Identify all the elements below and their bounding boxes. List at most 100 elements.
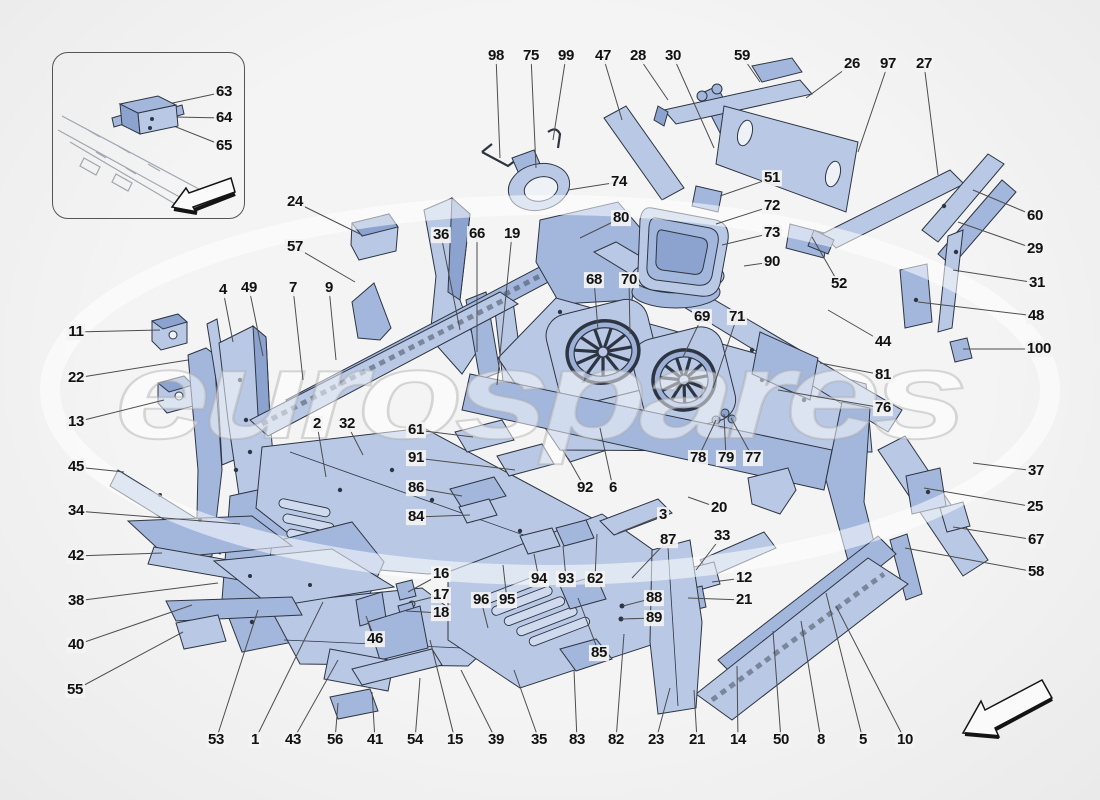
leader-line-37 bbox=[972, 462, 1037, 472]
callout-22: 22 bbox=[65, 369, 87, 387]
leader-line-81 bbox=[819, 362, 884, 376]
part-rocker-rails bbox=[249, 249, 587, 437]
leader-line-48 bbox=[917, 301, 1037, 317]
callout-33: 33 bbox=[711, 527, 733, 545]
callout-44: 44 bbox=[872, 333, 894, 351]
leader-line-9 bbox=[328, 287, 337, 361]
leader-line-42 bbox=[75, 552, 163, 557]
leader-line-83 bbox=[573, 669, 578, 741]
callout-21: 21 bbox=[686, 731, 708, 749]
direction-arrow-icon bbox=[961, 678, 1054, 739]
leader-line-36 bbox=[440, 234, 461, 331]
callout-70: 70 bbox=[618, 271, 640, 289]
right-bolt-dots bbox=[913, 203, 959, 495]
callout-1: 1 bbox=[248, 731, 262, 749]
callout-32: 32 bbox=[336, 415, 358, 433]
leader-line-15 bbox=[429, 639, 456, 741]
leader-line-55 bbox=[74, 631, 184, 691]
callout-63: 63 bbox=[213, 83, 235, 101]
callout-24: 24 bbox=[284, 193, 306, 211]
leader-line-99 bbox=[552, 55, 567, 141]
fan-wheel-right bbox=[651, 348, 717, 412]
leader-line-10 bbox=[835, 605, 906, 741]
callout-19: 19 bbox=[501, 225, 523, 243]
callout-73: 73 bbox=[761, 224, 783, 242]
callout-88: 88 bbox=[643, 589, 665, 607]
leader-line-22 bbox=[75, 359, 189, 379]
leader-line-40 bbox=[75, 604, 193, 646]
leader-line-5 bbox=[825, 592, 864, 741]
leader-line-75 bbox=[530, 55, 537, 169]
leader-line-49 bbox=[248, 287, 264, 357]
part-rear-bulkhead bbox=[461, 201, 903, 614]
leader-line-3 bbox=[617, 514, 664, 534]
callout-80: 80 bbox=[610, 209, 632, 227]
leader-line-14 bbox=[736, 665, 739, 741]
ecu-box bbox=[111, 95, 185, 135]
callout-8: 8 bbox=[814, 731, 828, 749]
leader-line-85 bbox=[577, 597, 600, 654]
callout-42: 42 bbox=[65, 547, 87, 565]
leader-line-43 bbox=[292, 659, 339, 741]
callout-13: 13 bbox=[65, 413, 87, 431]
callout-51: 51 bbox=[761, 169, 783, 187]
callout-99: 99 bbox=[555, 47, 577, 65]
callout-50: 50 bbox=[770, 731, 792, 749]
callout-6: 6 bbox=[606, 479, 620, 497]
callout-36: 36 bbox=[430, 226, 452, 244]
callout-54: 54 bbox=[404, 731, 426, 749]
callout-83: 83 bbox=[566, 731, 588, 749]
callout-62: 62 bbox=[584, 570, 606, 588]
leader-line-38 bbox=[75, 582, 219, 602]
callout-38: 38 bbox=[65, 592, 87, 610]
callout-79: 79 bbox=[715, 449, 737, 467]
callout-97: 97 bbox=[877, 55, 899, 73]
leader-line-30 bbox=[672, 55, 715, 149]
callout-11: 11 bbox=[66, 323, 86, 341]
leader-line-82 bbox=[615, 633, 625, 741]
callout-72: 72 bbox=[761, 197, 783, 215]
callout-47: 47 bbox=[592, 47, 614, 65]
leader-line-35 bbox=[513, 669, 540, 741]
callout-20: 20 bbox=[708, 499, 730, 517]
watermark-text: eurospares bbox=[115, 324, 963, 465]
callout-3: 3 bbox=[656, 506, 670, 524]
callout-93: 93 bbox=[555, 570, 577, 588]
leader-line-23 bbox=[655, 687, 671, 741]
floor96-ribs bbox=[478, 575, 591, 647]
callout-90: 90 bbox=[761, 253, 783, 271]
leader-line-19 bbox=[496, 233, 513, 386]
leader-line-71 bbox=[712, 316, 738, 389]
callout-71: 71 bbox=[726, 308, 748, 326]
callout-67: 67 bbox=[1025, 531, 1047, 549]
callout-23: 23 bbox=[645, 731, 667, 749]
leader-line-7 bbox=[292, 287, 304, 381]
inset-figure bbox=[57, 95, 236, 215]
callout-7: 7 bbox=[286, 279, 300, 297]
inset-direction-arrow-icon bbox=[170, 177, 236, 215]
callout-64: 64 bbox=[213, 109, 235, 127]
callout-16: 16 bbox=[430, 565, 452, 583]
callout-14: 14 bbox=[727, 731, 749, 749]
callout-45: 45 bbox=[65, 458, 87, 476]
leader-line-41 bbox=[371, 691, 376, 741]
leader-line-98 bbox=[495, 55, 501, 159]
leader-line-11 bbox=[75, 329, 161, 333]
callout-15: 15 bbox=[444, 731, 466, 749]
callout-75: 75 bbox=[520, 47, 542, 65]
callout-17: 17 bbox=[430, 586, 452, 604]
callout-56: 56 bbox=[324, 731, 346, 749]
callout-49: 49 bbox=[238, 279, 260, 297]
callout-84: 84 bbox=[405, 508, 427, 526]
callout-4: 4 bbox=[216, 281, 230, 299]
leader-line-67 bbox=[952, 526, 1037, 541]
callout-60: 60 bbox=[1024, 207, 1046, 225]
inset-box bbox=[52, 52, 245, 219]
callout-27: 27 bbox=[913, 55, 935, 73]
callout-68: 68 bbox=[583, 271, 605, 289]
callout-98: 98 bbox=[485, 47, 507, 65]
callout-10: 10 bbox=[894, 731, 916, 749]
leader-line-76 bbox=[777, 389, 884, 409]
